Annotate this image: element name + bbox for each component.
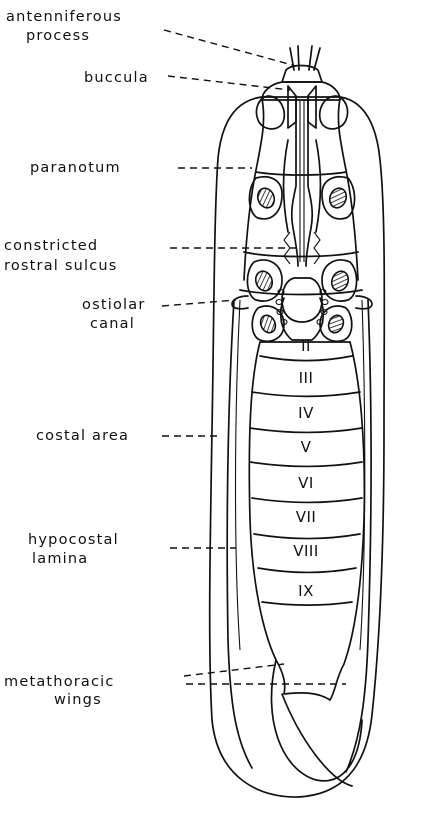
label-ostiolar-canal-1: ostiolar [82,297,146,313]
label-hypocostal-lamina-1: hypocostal [28,532,119,548]
body-outline [210,97,385,797]
label-ostiolar-canal-2: canal [90,316,135,332]
segment-label: IV [298,404,314,422]
segment-label: VIII [293,542,319,560]
segment-labels: II III IV V VI VII VIII IX [293,337,319,600]
segment-label: V [301,438,312,456]
label-hypocostal-lamina-2: lamina [32,551,88,567]
label-metathoracic-wings-1: metathoracic [4,674,115,690]
segment-label: VI [298,474,314,492]
label-constricted-rostral-sulcus-1: constricted [4,238,98,254]
segment-label: IX [298,582,314,600]
label-costal-area: costal area [36,428,129,444]
segment-label: III [299,369,314,387]
label-constricted-rostral-sulcus-2: rostral sulcus [4,258,118,274]
leader-lines [162,30,346,684]
rostral-sulcus [284,96,321,266]
segment-label: VII [296,508,317,526]
label-buccula: buccula [84,70,149,86]
coxae [247,177,356,341]
label-paranotum: paranotum [30,160,121,176]
label-metathoracic-wings-2: wings [54,692,102,708]
segment-label: II [301,337,311,355]
annotation-labels: antenniferous process buccula paranotum … [4,9,149,708]
label-antenniferous-process-1: antenniferous [6,9,122,25]
label-antenniferous-process-2: process [26,28,90,44]
